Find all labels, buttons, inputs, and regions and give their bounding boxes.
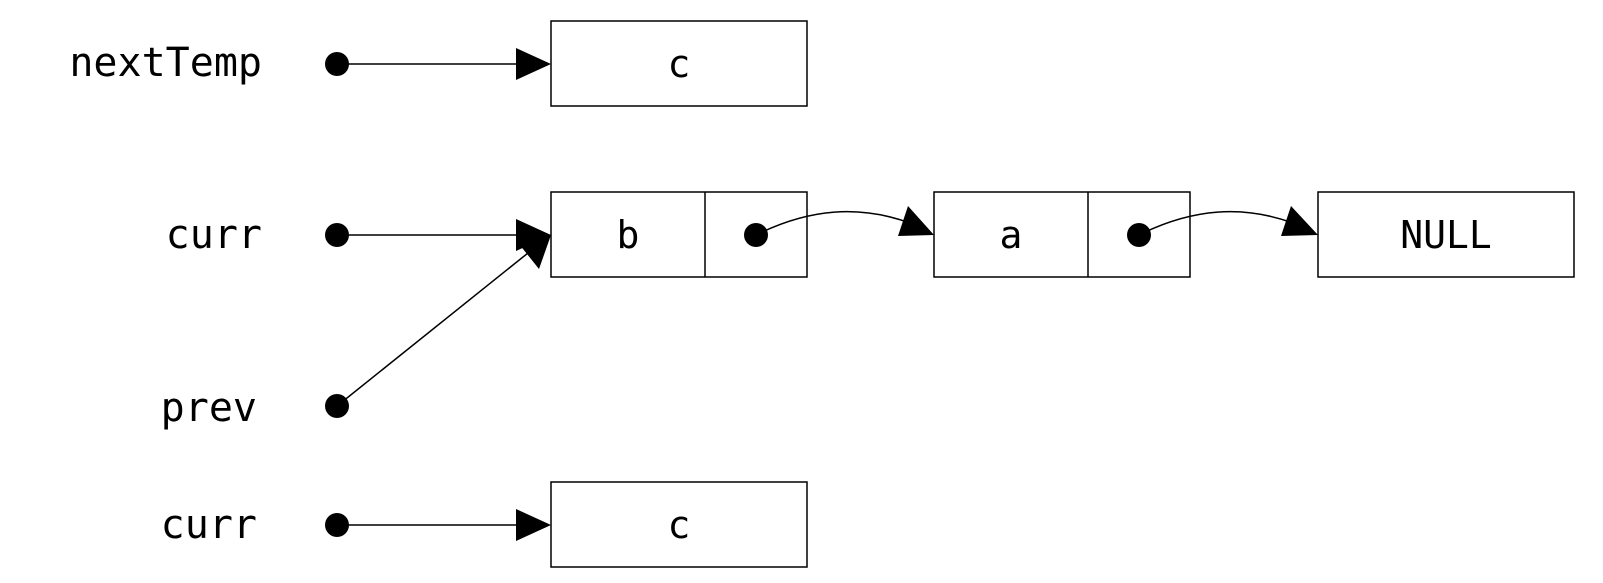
node-box-nextTemp-c xyxy=(550,20,808,107)
label-nextTemp: nextTemp xyxy=(69,40,262,86)
node-value-b: b xyxy=(617,213,640,257)
arrow-head-b-to-a xyxy=(898,206,934,236)
node-box-curr-bottom-c xyxy=(550,481,808,568)
label-curr-top: curr xyxy=(166,212,262,258)
node-box-null xyxy=(1317,191,1575,278)
arrow-head-a-to-null xyxy=(1281,206,1318,236)
node-value-nextTemp-c: c xyxy=(668,42,691,86)
node-box-b xyxy=(550,191,808,278)
arrow-head-curr-bottom xyxy=(516,509,551,541)
node-value-a: a xyxy=(1000,213,1023,257)
node-box-a xyxy=(933,191,1191,278)
arrow-line-prev xyxy=(336,252,529,407)
label-prev: prev xyxy=(161,385,257,431)
arrow-curve-a-to-null xyxy=(1138,210,1294,236)
arrow-curve-b-to-a xyxy=(755,210,911,236)
arrow-head-prev xyxy=(519,235,551,269)
node-value-null: NULL xyxy=(1400,213,1492,257)
arrow-head-nextTemp xyxy=(516,48,551,80)
label-curr-bottom: curr xyxy=(161,502,257,548)
node-value-curr-bottom-c: c xyxy=(668,503,691,547)
